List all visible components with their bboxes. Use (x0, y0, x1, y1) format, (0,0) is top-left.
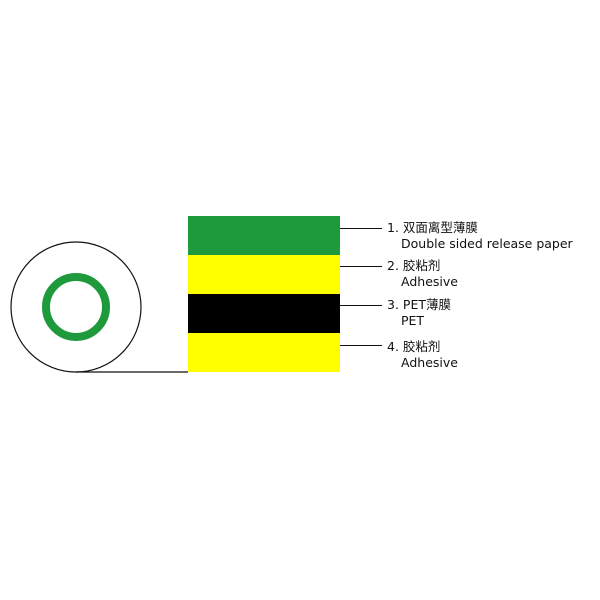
layer-name-en: Adhesive (401, 355, 458, 370)
layer-number: 4. (387, 339, 399, 354)
layer-name-en: Adhesive (401, 274, 458, 289)
layer-name-en: PET (401, 313, 425, 328)
leader-line-3 (340, 305, 382, 306)
leader-line-4 (340, 345, 382, 346)
leader-line-2 (340, 266, 382, 267)
leader-line-1 (340, 228, 382, 229)
layer-number: 1. (387, 220, 399, 235)
layer-number: 2. (387, 258, 399, 273)
layer-pet-film (188, 294, 340, 333)
layer-number: 3. (387, 297, 399, 312)
layer-release-paper (188, 216, 340, 255)
layer-label-4: 4. 胶粘剂 Adhesive (387, 339, 458, 371)
tape-roll-core (42, 273, 110, 341)
layer-name-cn: PET薄膜 (402, 297, 451, 312)
layer-name-cn: 胶粘剂 (402, 339, 441, 354)
layer-adhesive-top (188, 255, 340, 294)
layer-adhesive-bottom (188, 333, 340, 372)
layer-label-2: 2. 胶粘剂 Adhesive (387, 258, 458, 290)
layer-label-3: 3. PET薄膜 PET (387, 297, 451, 329)
layer-label-1: 1. 双面离型薄膜 Double sided release paper (387, 220, 573, 252)
layer-name-en: Double sided release paper (401, 236, 573, 251)
layer-name-cn: 双面离型薄膜 (402, 220, 478, 235)
layer-name-cn: 胶粘剂 (402, 258, 441, 273)
